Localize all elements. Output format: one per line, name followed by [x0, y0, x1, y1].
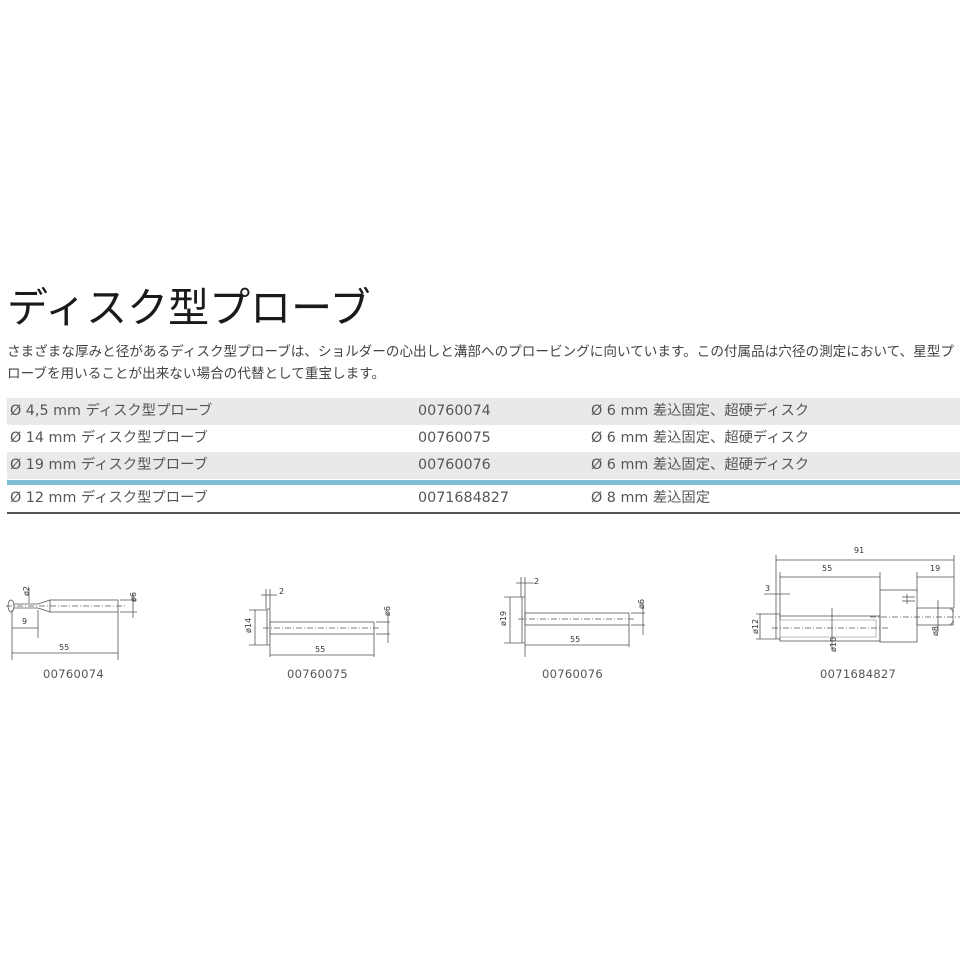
part-number: 00760074 [418, 403, 491, 419]
dim-tip-dia: ø2 [22, 586, 31, 596]
product-spec: Ø 6 mm 差込固定、超硬ディスク [591, 430, 810, 446]
product-spec: Ø 6 mm 差込固定、超硬ディスク [591, 403, 810, 419]
drawing-0071684827: 91 55 19 3 ø12 ø10 ø8 [750, 540, 960, 665]
product-spec: Ø 8 mm 差込固定 [591, 490, 711, 506]
table-row: Ø 19 mm ディスク型プローブ 00760076 Ø 6 mm 差込固定、超… [7, 452, 960, 479]
technical-drawing: 2 ø19 55 ø6 [499, 577, 646, 657]
drawing-caption: 00760074 [43, 667, 104, 681]
page-description: さまざまな厚みと径があるディスク型プローブは、ショルダーの心出しと溝部へのプロー… [7, 344, 954, 382]
dim-total-len: 55 [315, 645, 325, 654]
drawing-00760075: 2 ø14 55 ø6 [235, 585, 395, 665]
dim-disc-dia: ø14 [244, 618, 253, 633]
group-separator [7, 480, 960, 485]
product-spec: Ø 6 mm 差込固定、超硬ディスク [591, 457, 810, 473]
table-row: Ø 14 mm ディスク型プローブ 00760075 Ø 6 mm 差込固定、超… [7, 425, 960, 452]
table-bottom-rule [7, 512, 960, 514]
part-number: 00760075 [418, 430, 491, 446]
drawing-00760076: 2 ø19 55 ø6 [490, 575, 655, 665]
dim-shank-dia: ø6 [637, 599, 646, 609]
product-table: Ø 4,5 mm ディスク型プローブ 00760074 Ø 6 mm 差込固定、… [7, 398, 960, 514]
dim-disc-thk: 2 [534, 577, 539, 586]
page-title: ディスク型プローブ [7, 284, 371, 332]
dim-overall-len: 91 [854, 546, 864, 555]
dim-shank-len: 19 [930, 564, 940, 573]
part-number: 0071684827 [418, 490, 509, 506]
dim-stem-len: 55 [822, 564, 832, 573]
dim-stem-dia: ø10 [829, 637, 838, 652]
dim-disc-thk: 3 [765, 584, 770, 593]
technical-drawing: 91 55 19 3 ø12 ø10 ø8 [751, 546, 960, 652]
table-row: Ø 12 mm ディスク型プローブ 0071684827 Ø 8 mm 差込固定 [7, 485, 960, 512]
dim-shank-dia: ø6 [383, 606, 392, 616]
product-name: Ø 14 mm ディスク型プローブ [10, 430, 208, 446]
drawing-caption: 00760076 [542, 667, 603, 681]
dim-shank-dia: ø8 [931, 626, 940, 636]
drawing-caption: 00760075 [287, 667, 348, 681]
part-number: 00760076 [418, 457, 491, 473]
drawing-caption: 0071684827 [820, 667, 897, 681]
dim-disc-dia: ø19 [499, 611, 508, 626]
dim-disc-thk: 2 [279, 587, 284, 596]
dim-step-len: 9 [22, 617, 27, 626]
technical-drawing: 2 ø14 55 ø6 [244, 587, 392, 657]
dim-disc-dia: ø12 [751, 619, 760, 634]
product-name: Ø 19 mm ディスク型プローブ [10, 457, 208, 473]
product-name: Ø 4,5 mm ディスク型プローブ [10, 403, 213, 419]
technical-drawing: ø2 9 55 ø6 [6, 586, 138, 660]
dim-shank-dia: ø6 [129, 592, 138, 602]
table-row: Ø 4,5 mm ディスク型プローブ 00760074 Ø 6 mm 差込固定、… [7, 398, 960, 425]
product-name: Ø 12 mm ディスク型プローブ [10, 490, 208, 506]
drawing-00760074: ø2 9 55 ø6 [0, 580, 150, 660]
dim-total-len: 55 [59, 643, 69, 652]
dim-total-len: 55 [570, 635, 580, 644]
